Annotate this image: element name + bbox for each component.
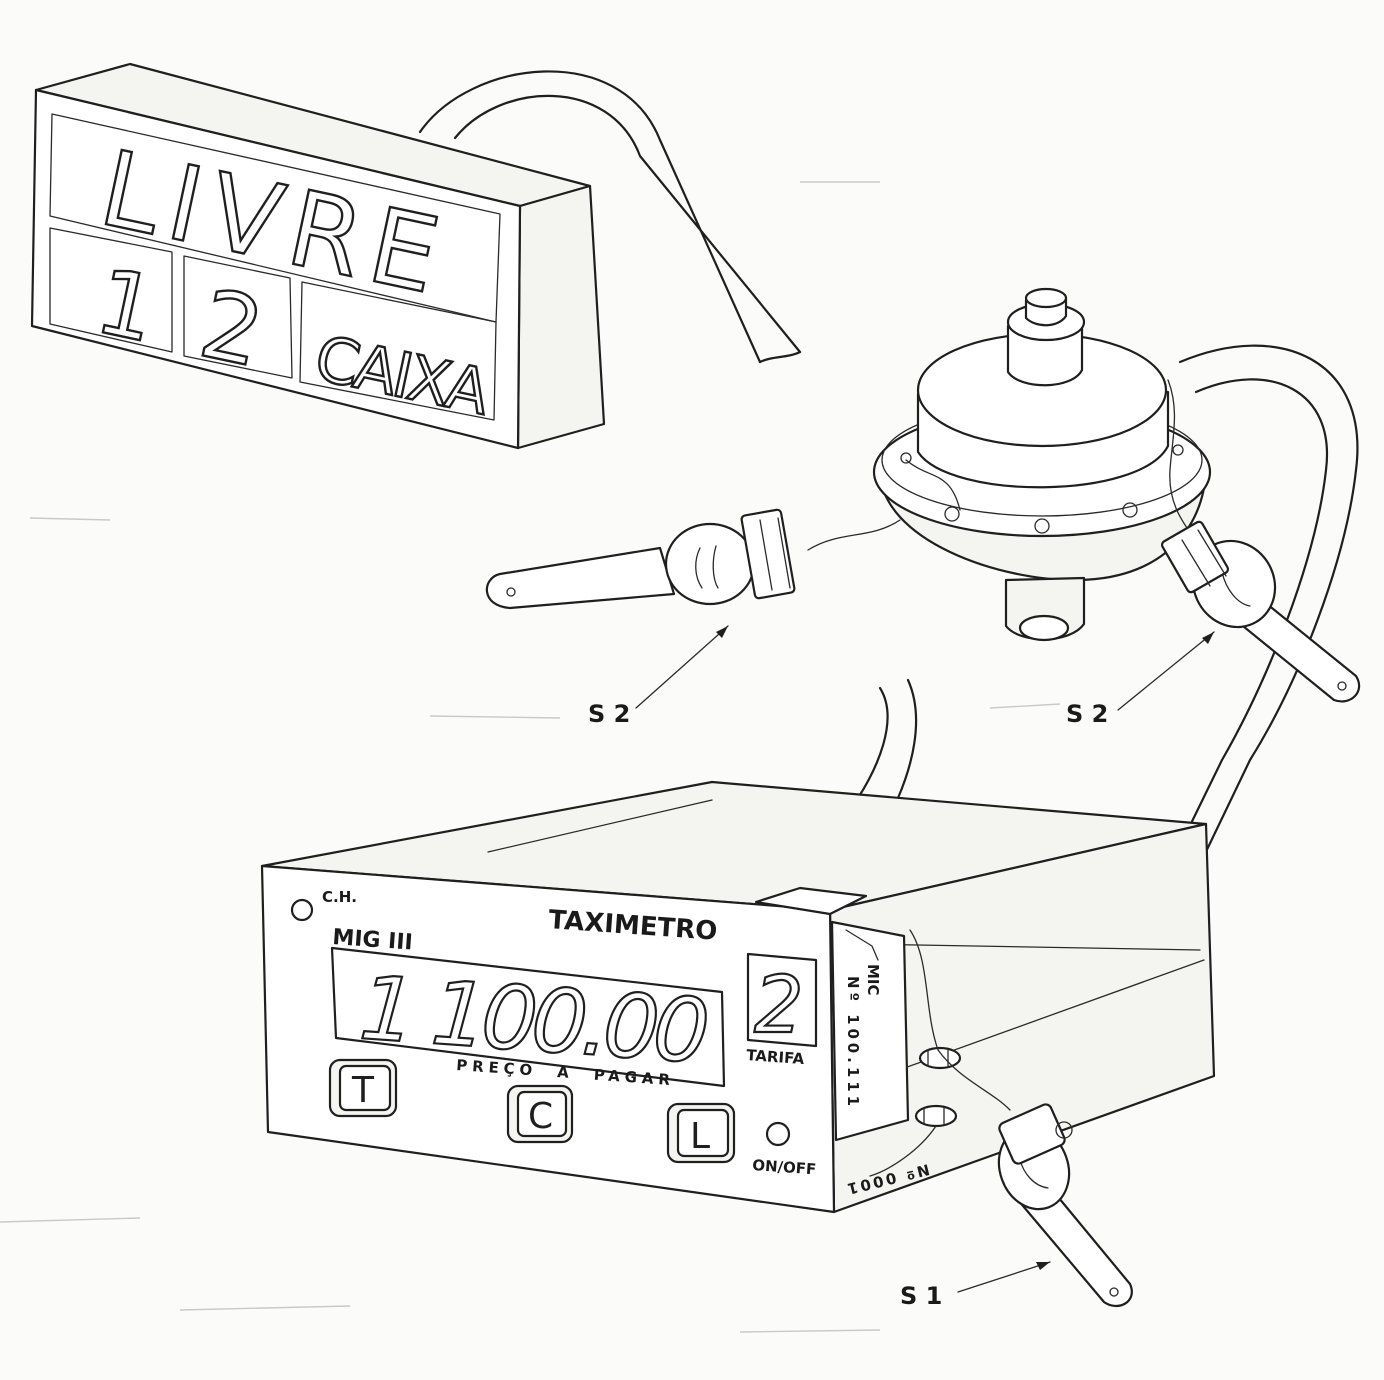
side-plate-title: MIC [864,964,882,996]
button-c-label: C [528,1096,553,1137]
label-s2-right: S 2 [1066,700,1108,728]
seal-s2-left [485,508,901,610]
roof-sign: LIVRE 1 2 CAIXA [30,62,802,450]
button-t-label: T [351,1070,375,1111]
pulse-sensor [872,287,1359,862]
callout-s1: S 1 [900,1261,1051,1310]
meter-cable-stub-2 [896,678,918,800]
power-light[interactable] [765,1121,791,1147]
button-t[interactable]: T [328,1058,398,1118]
side-plate [830,920,910,1142]
ch-indicator-light [290,898,314,922]
tariff-value: 2 [754,961,804,1051]
background-marks [0,181,1061,1333]
label-s1: S 1 [900,1282,942,1310]
label-s2-left: S 2 [588,700,630,728]
price-display [330,946,726,1088]
callout-s2-left: S 2 [588,625,729,728]
price-display-value: 1 100.00 [357,956,713,1083]
ch-label: C.H. [322,888,357,906]
button-c[interactable]: C [506,1084,574,1144]
taximeter-unit: C.H. MIG III TAXIMETRO 1 100.00 PREÇO A … [260,780,1216,1214]
button-l-label: L [690,1116,710,1157]
tariff-display [746,952,818,1048]
power-label: ON/OFF [752,1156,817,1178]
meter-cable-stub [856,686,889,800]
tariff-label: TARIFA [746,1046,805,1068]
seal-s2-right [1160,520,1361,703]
callout-s2-right: S 2 [1066,631,1215,728]
seal-s1 [997,1103,1133,1308]
button-l[interactable]: L [666,1102,736,1164]
